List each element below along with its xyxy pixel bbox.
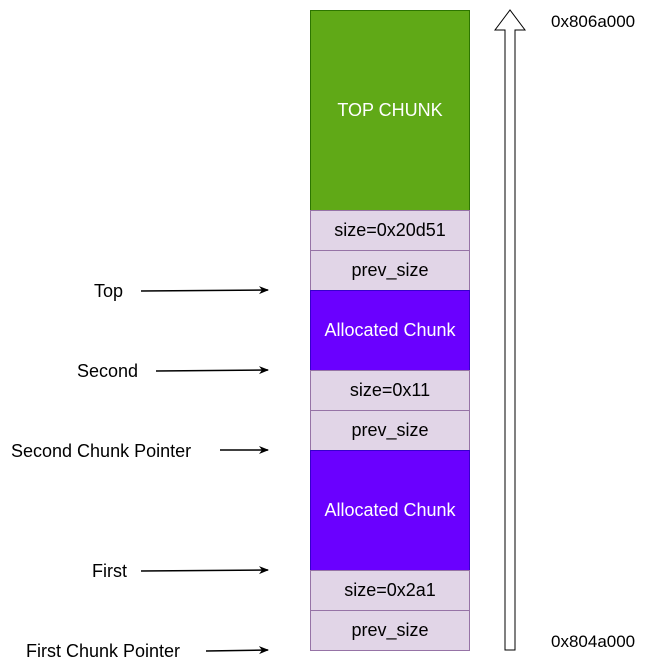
- first-chunk-pointer-arrow: [205, 646, 269, 655]
- top-chunk-label: TOP CHUNK: [337, 100, 443, 120]
- heap-memory-stack: TOP CHUNK size=0x20d51 prev_size Allocat…: [310, 10, 470, 651]
- prev-size-field-1-label: prev_size: [351, 260, 429, 280]
- top-pointer-label: Top: [94, 281, 124, 301]
- size-field-top-label: size=0x20d51: [334, 220, 446, 240]
- size-field-top: size=0x20d51: [310, 210, 470, 251]
- prev-size-field-3: prev_size: [310, 610, 470, 651]
- address-growth-arrow: [494, 9, 526, 651]
- low-address-label: 0x804a000: [551, 632, 636, 651]
- second-chunk-pointer-label: Second Chunk Pointer: [11, 441, 192, 461]
- size-field-first-label: size=0x2a1: [344, 580, 436, 600]
- first-pointer-arrow: [140, 566, 269, 575]
- size-field-first: size=0x2a1: [310, 570, 470, 611]
- allocated-chunk-first-label: Allocated Chunk: [324, 500, 456, 520]
- prev-size-field-2: prev_size: [310, 410, 470, 451]
- prev-size-field-2-label: prev_size: [351, 420, 429, 440]
- allocated-chunk-second-label: Allocated Chunk: [324, 320, 456, 340]
- second-pointer-label: Second: [77, 361, 139, 381]
- first-chunk-pointer-label: First Chunk Pointer: [26, 641, 181, 661]
- top-pointer-arrow: [140, 286, 269, 295]
- prev-size-field-3-label: prev_size: [351, 620, 429, 640]
- allocated-chunk-first: Allocated Chunk: [310, 450, 470, 571]
- prev-size-field-1: prev_size: [310, 250, 470, 291]
- first-pointer-label: First: [92, 561, 127, 581]
- high-address-label: 0x806a000: [551, 12, 636, 31]
- top-chunk: TOP CHUNK: [310, 10, 470, 211]
- size-field-second: size=0x11: [310, 370, 470, 411]
- allocated-chunk-second: Allocated Chunk: [310, 290, 470, 371]
- size-field-second-label: size=0x11: [349, 380, 431, 400]
- second-pointer-arrow: [155, 366, 269, 375]
